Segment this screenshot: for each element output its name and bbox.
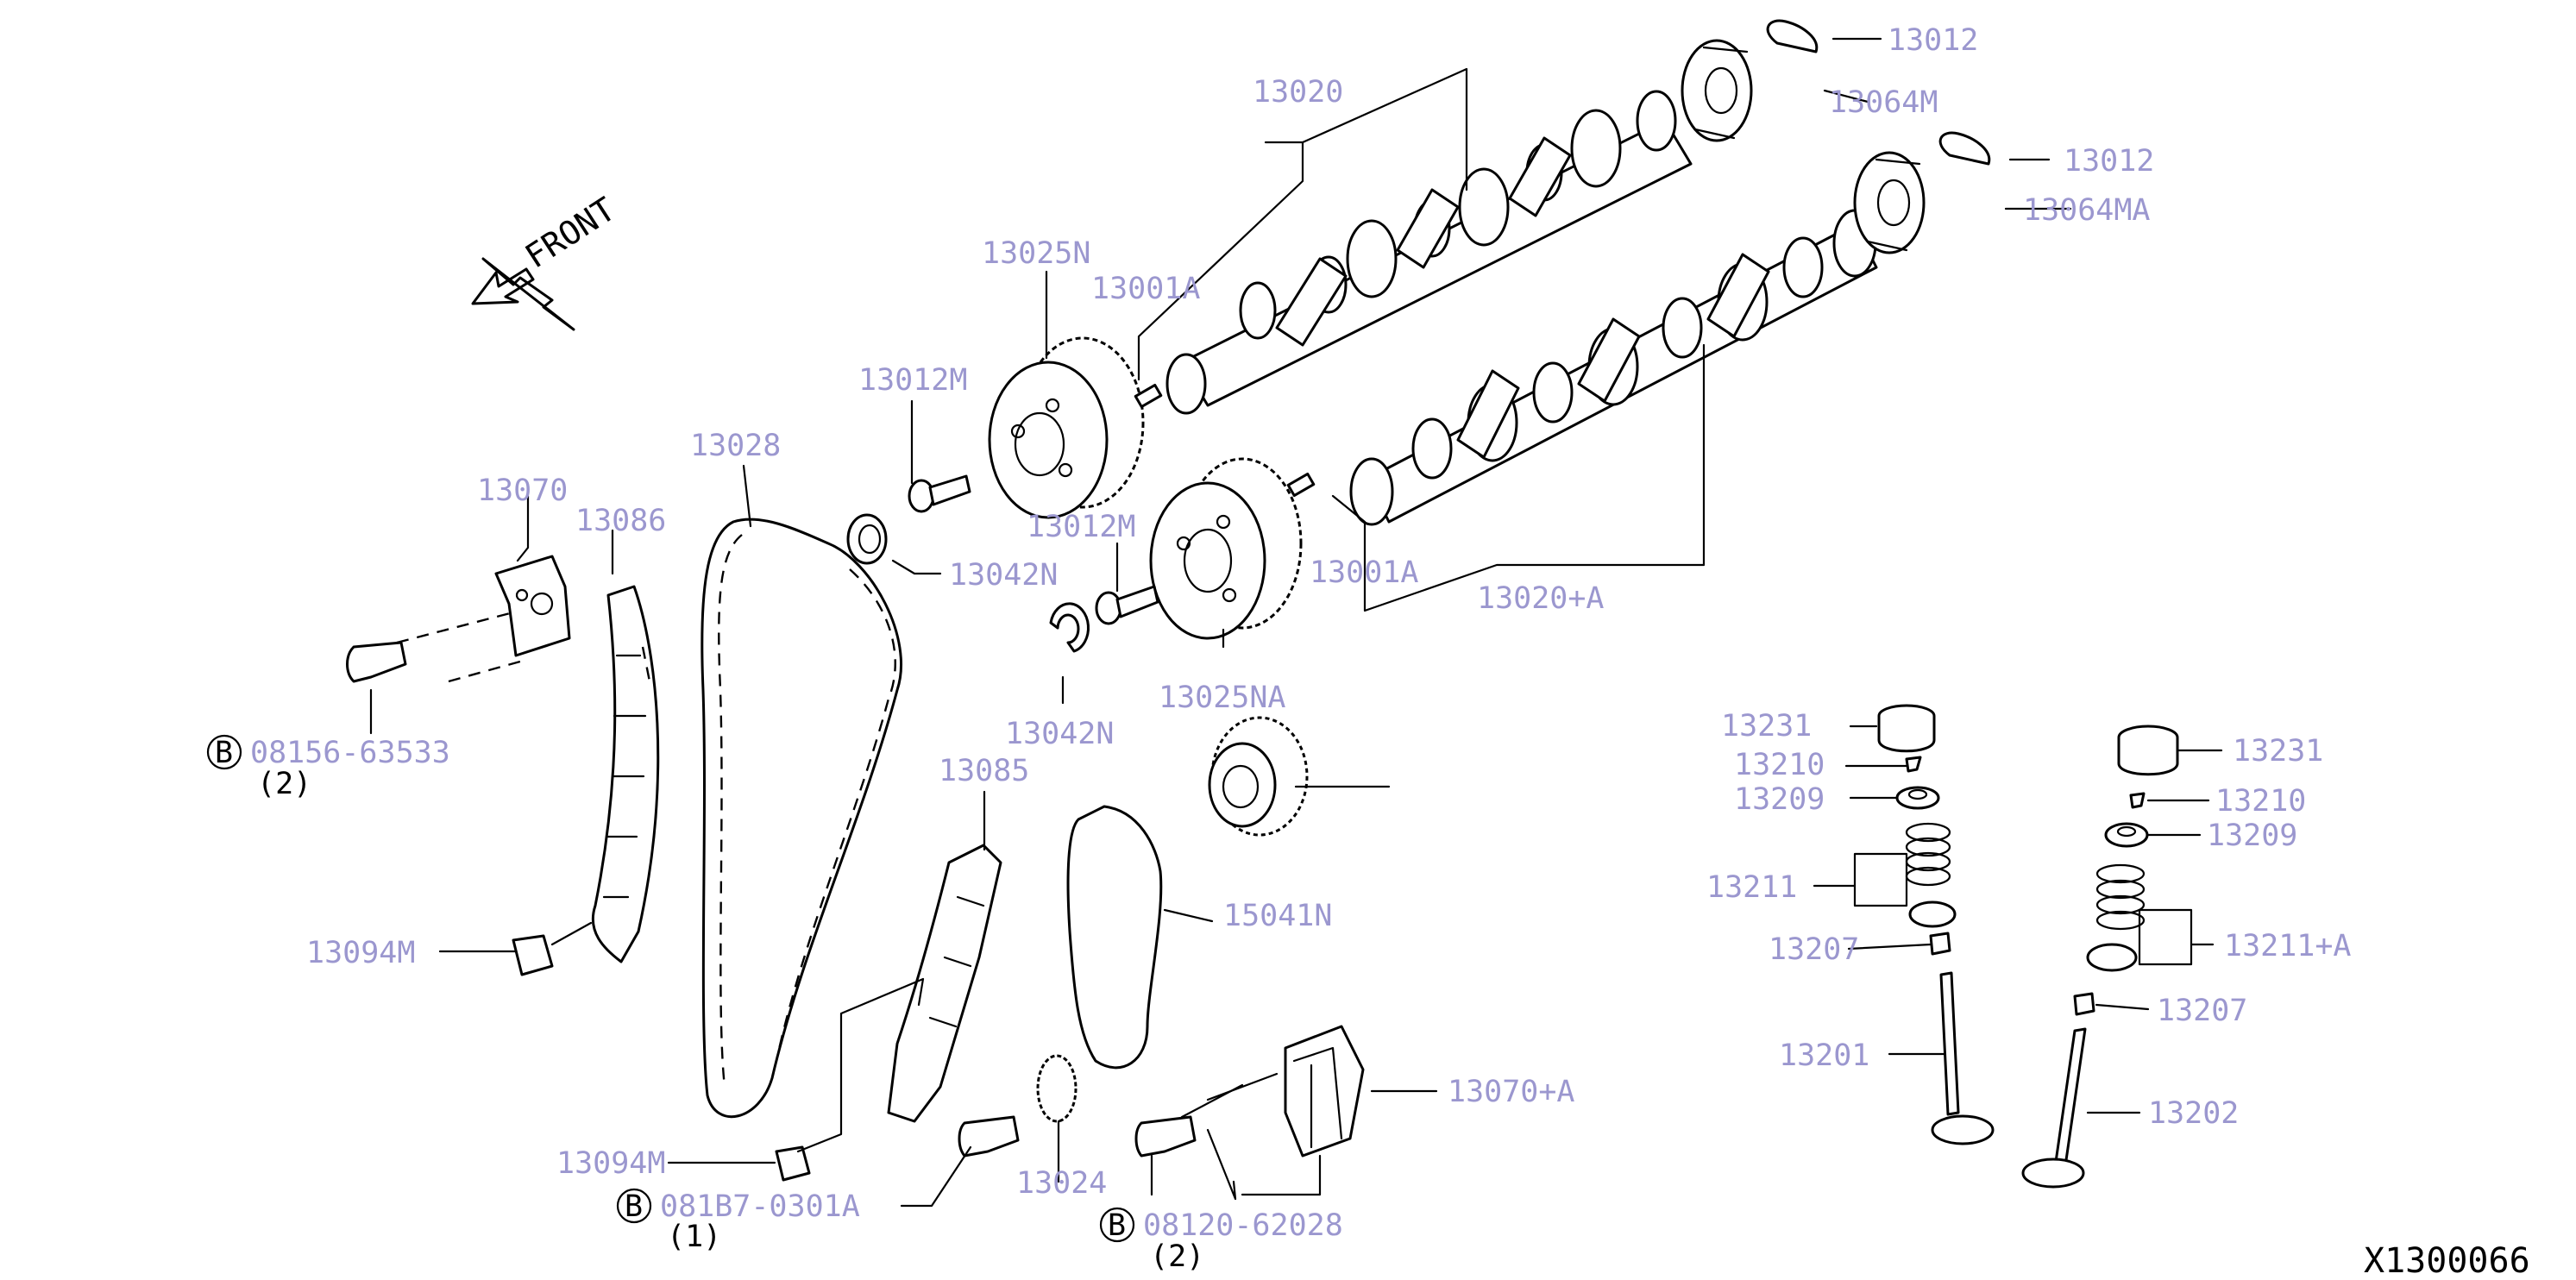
spring-seat [2086,943,2138,972]
chain-tensioner [494,555,571,657]
flange-bolt [958,1115,1020,1158]
spring-seat [1908,900,1957,928]
svg-text:B: B [625,1189,643,1224]
oil-pump-chain [1066,805,1163,1070]
part-number-label: 13094M [306,936,415,970]
part-number-label: 13209 [2207,819,2297,853]
front-label: FRONT [518,190,622,275]
flange-bolt [1134,1115,1197,1158]
guide-pivot-bolt [775,1145,811,1182]
part-number-label: 13012M [858,363,967,398]
svg-text:(2): (2) [1150,1239,1204,1274]
diagram-reference: X1300066 [2364,1241,2530,1280]
part-number-label: 13012M [1027,510,1135,544]
part-number-label: 13064M [1829,85,1938,120]
part-number-label: 13012 [2064,144,2154,179]
part-number-label: 13064MA [2023,193,2151,228]
intake-camshaft [1349,209,1878,526]
part-number-label: 13211 [1706,870,1797,905]
part-number-label: 13210 [1734,748,1825,782]
valve-retainer [2104,822,2149,848]
dowel-pin [1134,383,1163,409]
part-number-label: 13070 [477,474,568,508]
svg-text:08120-62028: 08120-62028 [1143,1208,1343,1243]
chain-tensioner [1284,1025,1365,1158]
cam-plug [1938,131,1991,166]
front-arrow-icon [471,267,535,305]
cam-seal [846,513,888,565]
part-number-label: 13231 [1721,709,1812,744]
front-arrow-icon [481,257,575,331]
svg-text:(2): (2) [257,767,311,801]
timing-chain [701,518,902,1119]
guide-pivot-bolt [512,934,554,976]
part-number-label: 13207 [1769,932,1859,967]
cam-plug [1766,19,1819,53]
cam-bolt [1095,585,1159,625]
valve-collet [2129,792,2146,809]
exhaust-sprocket [988,336,1145,519]
part-number-label: 13042N [949,558,1058,593]
dowel-pin [1286,472,1316,498]
part-number-label: 13085 [939,754,1029,788]
part-number-label: 13042N [1005,717,1114,751]
bolt-callout: B 08120-62028 (2) [1099,1207,1343,1274]
intake-valve [1931,971,1995,1145]
tensioner-bolt [346,641,407,683]
idler-gear [1208,716,1309,837]
part-number-label: 13012 [1888,23,1978,58]
part-number-label: 13020+A [1477,581,1605,616]
part-number-label: 13094M [556,1146,665,1181]
cam-seal [1049,602,1090,653]
part-number-label: 13211+A [2224,929,2352,963]
tension-guide [887,844,1002,1123]
valve-spring [1905,822,1951,887]
exhaust-valve [2021,1027,2087,1189]
part-number-label: 13001A [1091,272,1200,306]
bolt-callout: B 08156-63533 (2) [206,734,450,801]
part-number-label: 13025N [982,236,1090,271]
slack-guide [591,585,660,963]
valve-retainer [1895,786,1940,810]
part-number-label: 13210 [2215,784,2306,819]
part-number-label: 13207 [2157,994,2247,1028]
valve-collet [1905,756,1922,773]
part-number-label: 13202 [2148,1096,2239,1131]
valve-lifter [1877,704,1936,753]
leader-lines [369,37,2223,1208]
valve-stem-seal [2073,992,2095,1016]
part-number-label: 13070+A [1448,1075,1575,1109]
svg-text:08156-63533: 08156-63533 [250,736,450,770]
part-number-label: 13231 [2233,734,2323,769]
part-number-label: 13001A [1310,555,1418,590]
leader-line [396,611,527,683]
valve-lifter [2117,725,2179,776]
svg-text:(1): (1) [667,1220,721,1254]
crank-sprocket [1036,1054,1078,1123]
part-number-label: 13028 [690,429,781,463]
valve-stem-seal [1929,932,1951,956]
exhaust-camshaft [1165,90,1693,415]
part-number-label: 13025NA [1159,681,1286,715]
svg-text:B: B [1108,1208,1126,1243]
part-number-label: 13020 [1253,75,1343,110]
cam-target-wheel [1681,39,1753,142]
svg-text:B: B [215,736,233,770]
part-number-label: 13024 [1016,1166,1107,1201]
part-number-label: 13201 [1779,1038,1869,1073]
part-number-label: 15041N [1223,899,1332,933]
svg-text:081B7-0301A: 081B7-0301A [660,1189,860,1224]
part-number-label: 13209 [1734,782,1825,817]
cam-target-wheel [1853,151,1926,254]
intake-sprocket [1149,457,1303,640]
valve-spring [2095,863,2146,931]
cam-bolt [908,474,971,513]
part-number-label: 13086 [575,504,666,538]
bolt-callout: B 081B7-0301A (1) [616,1188,860,1254]
